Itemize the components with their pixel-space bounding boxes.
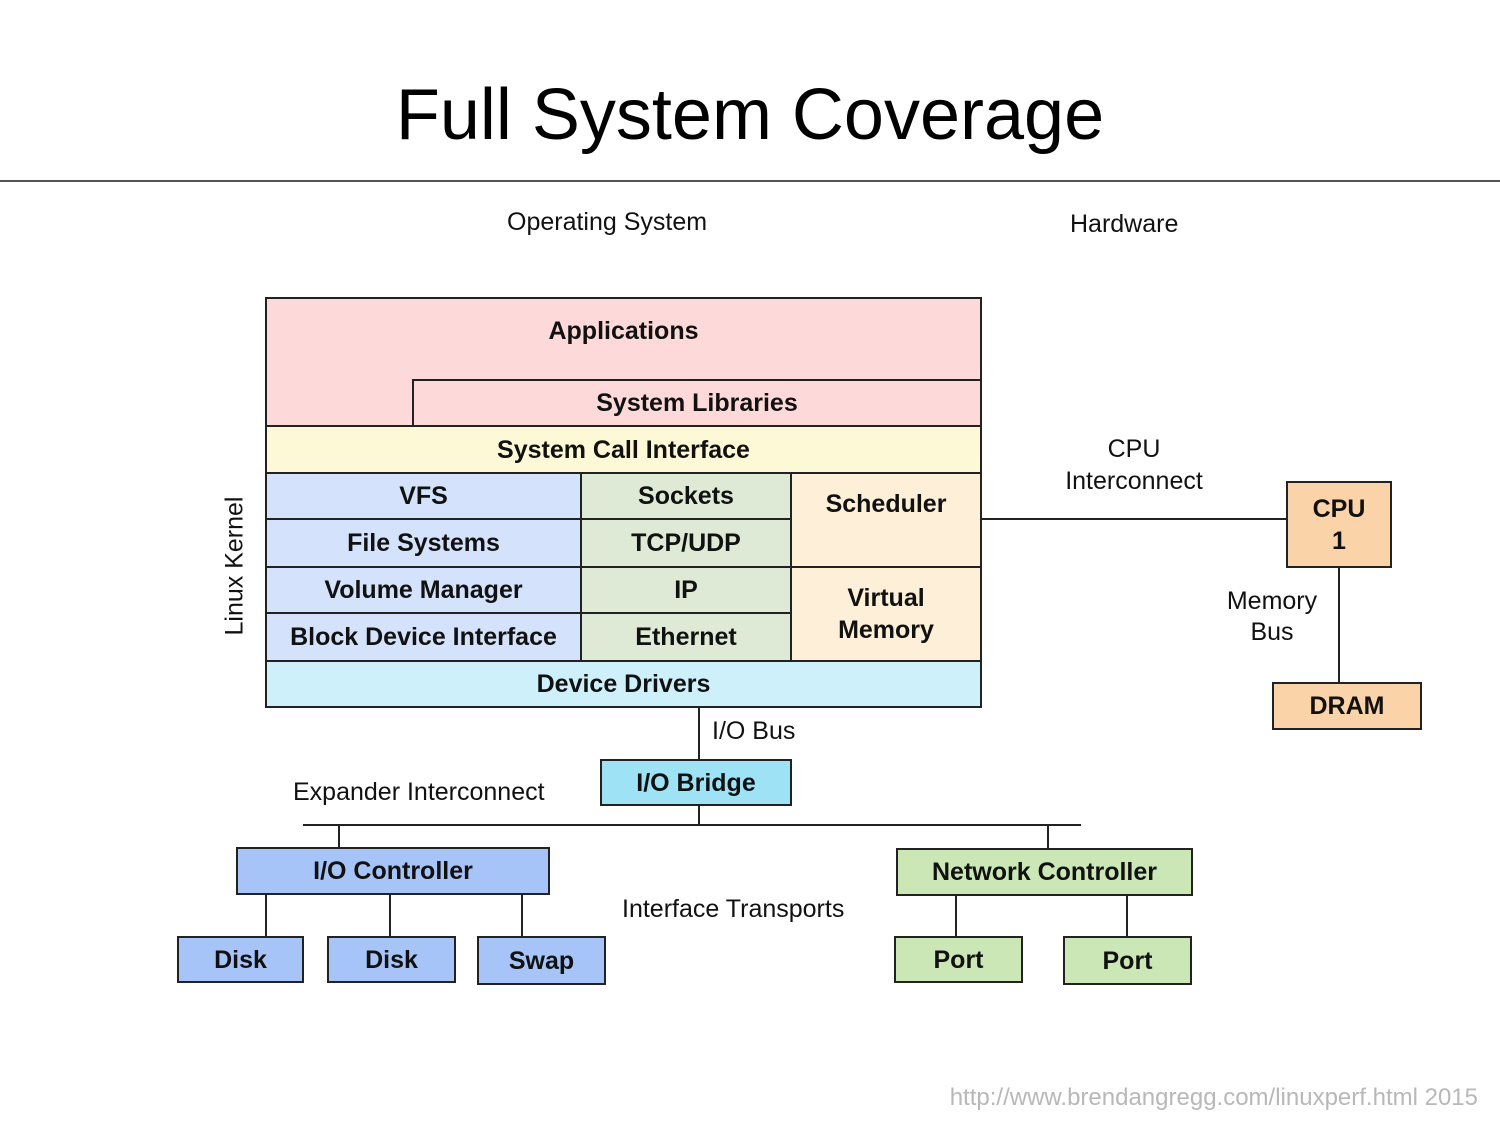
tcp-udp-box[interactable]: TCP/UDP [580, 518, 792, 568]
network-controller-box[interactable]: Network Controller [896, 848, 1193, 896]
vfs-box[interactable]: VFS [265, 472, 582, 520]
scheduler-box[interactable]: Scheduler [790, 472, 982, 568]
source-url-footer: http://www.brendangregg.com/linuxperf.ht… [949, 1084, 1478, 1111]
interface-transports-label: Interface Transports [622, 895, 845, 923]
operating-system-label: Operating System [507, 208, 708, 236]
port-1-connector [955, 896, 957, 937]
ethernet-box[interactable]: Ethernet [580, 612, 792, 662]
io-bus-label: I/O Bus [712, 717, 796, 745]
swap-connector [521, 895, 523, 937]
io-controller-connector [338, 826, 340, 848]
cpu-interconnect-line [982, 518, 1287, 520]
title-divider [0, 180, 1500, 182]
block-device-interface-box[interactable]: Block Device Interface [265, 612, 582, 662]
hardware-label: Hardware [1070, 210, 1179, 238]
device-drivers-box[interactable]: Device Drivers [265, 660, 982, 708]
virtual-memory-box[interactable]: Virtual Memory [790, 566, 982, 662]
io-bridge-connector [698, 806, 700, 826]
memory-bus-line [1338, 568, 1340, 682]
port-box[interactable]: Port [1063, 936, 1192, 985]
linux-kernel-label: Linux Kernel [220, 496, 249, 636]
expander-interconnect-label: Expander Interconnect [293, 778, 545, 806]
disk-2-connector [389, 895, 391, 937]
disk-1-connector [265, 895, 267, 937]
disk-box[interactable]: Disk [327, 936, 456, 983]
file-systems-box[interactable]: File Systems [265, 518, 582, 568]
expander-interconnect-line [303, 824, 1081, 826]
swap-box[interactable]: Swap [477, 936, 606, 985]
system-call-interface-box[interactable]: System Call Interface [265, 425, 982, 474]
cpu-box[interactable]: CPU 1 [1286, 481, 1392, 568]
volume-manager-box[interactable]: Volume Manager [265, 566, 582, 614]
network-controller-connector [1047, 826, 1049, 849]
port-box[interactable]: Port [894, 936, 1023, 983]
ip-box[interactable]: IP [580, 566, 792, 614]
io-bus-line [698, 708, 700, 760]
memory-bus-label: Memory Bus [1226, 587, 1318, 646]
port-2-connector [1126, 896, 1128, 937]
io-bridge-box[interactable]: I/O Bridge [600, 759, 792, 806]
system-libraries-box[interactable]: System Libraries [412, 379, 982, 427]
dram-box[interactable]: DRAM [1272, 682, 1422, 730]
disk-box[interactable]: Disk [177, 936, 304, 983]
cpu-interconnect-label: CPU Interconnect [1065, 435, 1203, 495]
sockets-box[interactable]: Sockets [580, 472, 792, 520]
io-controller-box[interactable]: I/O Controller [236, 847, 550, 895]
page-title: Full System Coverage [395, 75, 1105, 155]
